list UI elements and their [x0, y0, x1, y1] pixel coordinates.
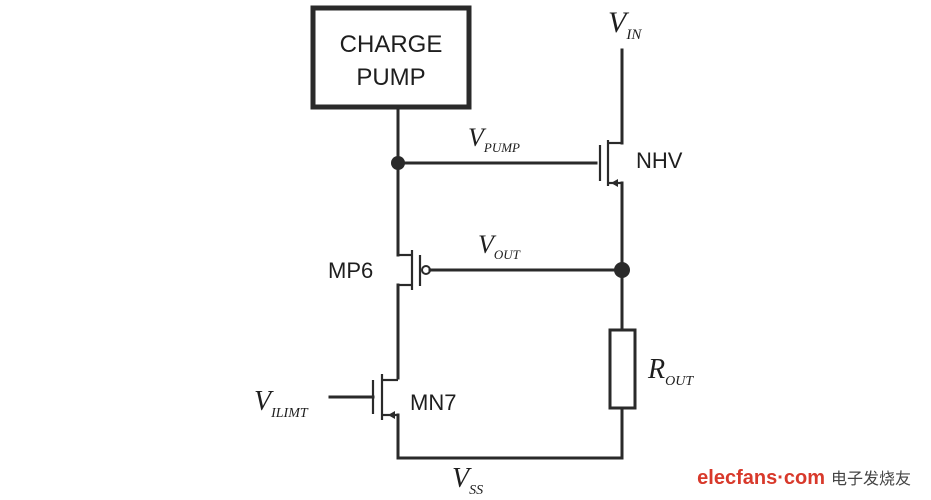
nhv-transistor: [598, 140, 622, 187]
mp6-label: MP6: [328, 258, 373, 283]
charge-pump-label-line2: PUMP: [356, 64, 425, 91]
vout-junction-dot: [614, 262, 630, 278]
mn7-label: MN7: [410, 390, 456, 415]
vin-label: VIN: [608, 6, 642, 43]
nhv-label: NHV: [636, 148, 683, 173]
rout-resistor: [608, 328, 637, 410]
watermark-cn-text: 电子发烧友: [830, 471, 911, 488]
vout-label: VOUT: [478, 230, 521, 262]
vpump-label: VPUMP: [468, 123, 520, 155]
mn7-transistor: [371, 374, 398, 420]
rout-label: ROUT: [647, 354, 694, 389]
watermark-site-text: elecfans·com: [697, 467, 825, 489]
site-watermark: elecfans·com 电子发烧友: [697, 465, 911, 490]
vpump-junction-dot: [391, 156, 405, 170]
vss-label: VSS: [452, 463, 483, 498]
vilimt-label: VILIMT: [254, 386, 309, 421]
charge-pump-label-line1: CHARGE: [340, 31, 443, 58]
charge-pump-block: [310, 5, 472, 110]
mp6-transistor: [398, 250, 431, 290]
